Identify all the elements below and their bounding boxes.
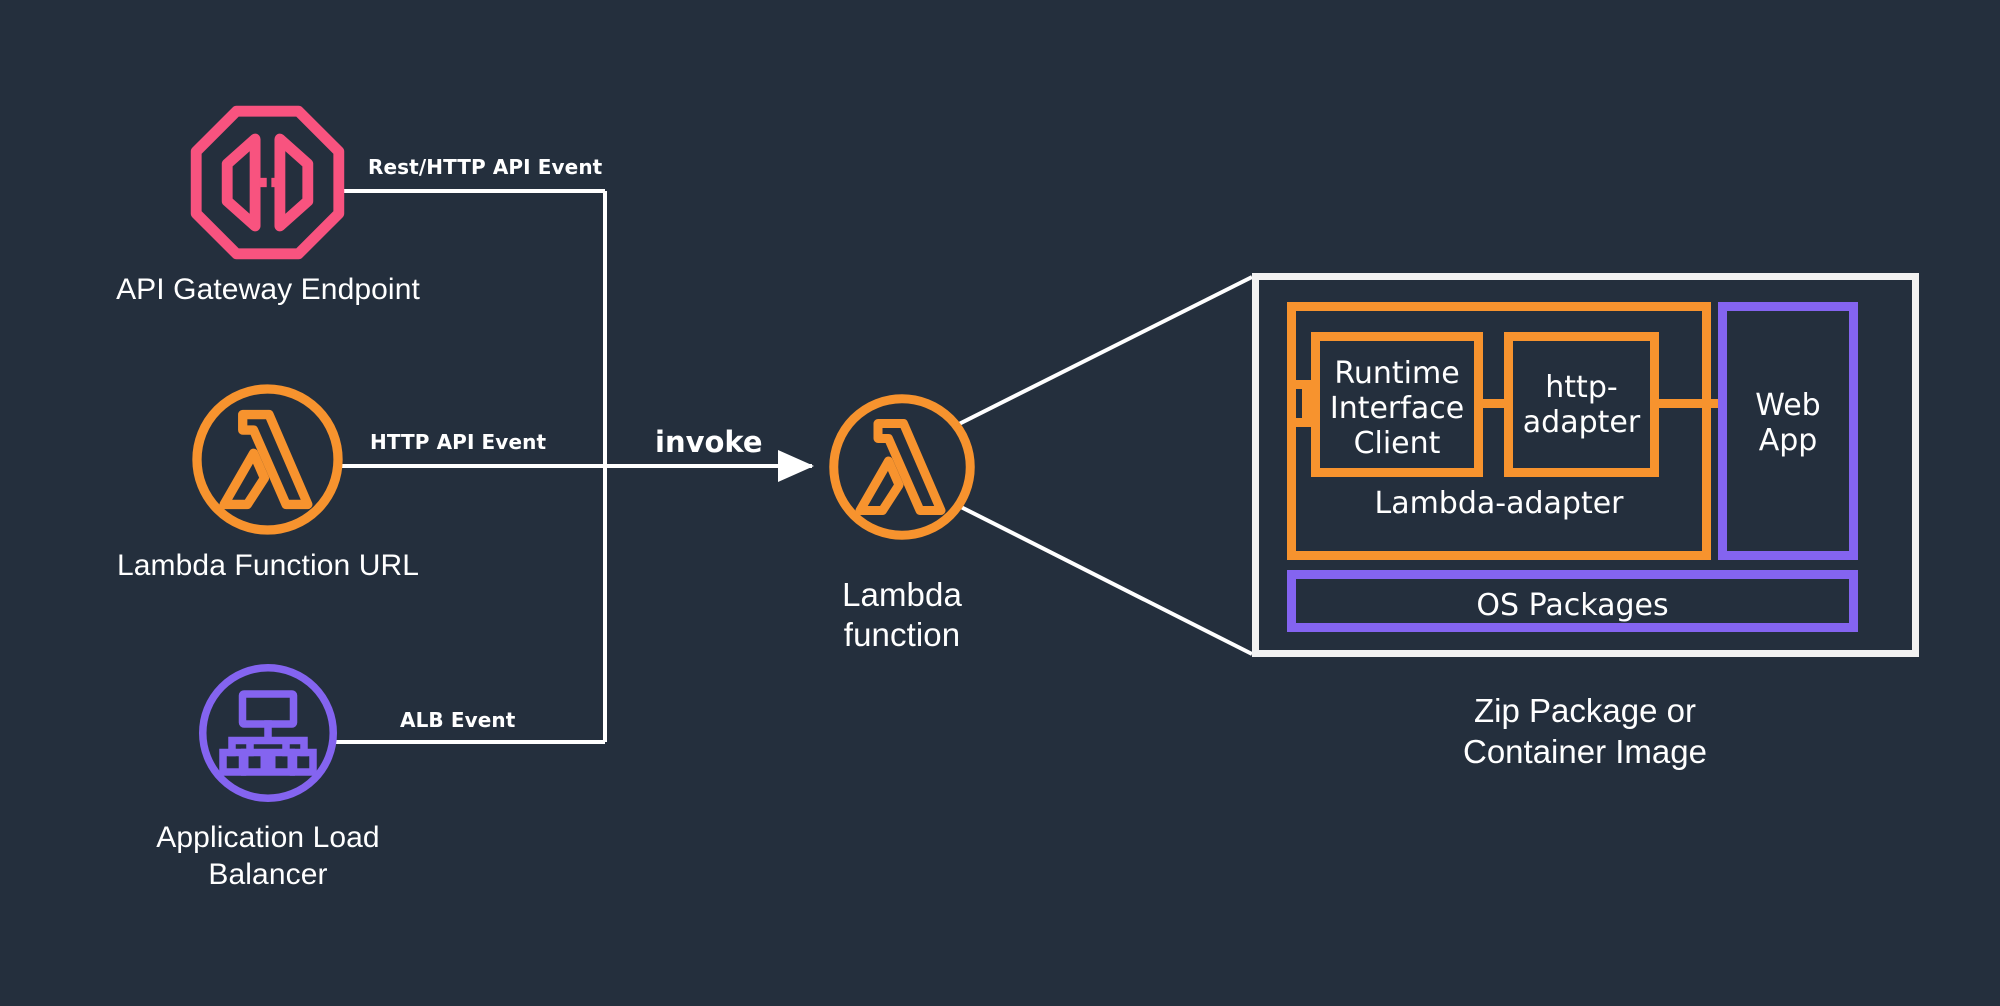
lambda-adapter-label: Lambda-adapter	[1374, 486, 1624, 521]
runtime-interface-client-box[interactable]: Runtime Interface Client	[1311, 332, 1483, 477]
runtime-interface-client-label: Runtime Interface Client	[1329, 356, 1465, 461]
http-adapter-label: http- adapter	[1522, 370, 1641, 440]
web-app-box[interactable]: Web App	[1718, 302, 1858, 560]
lambda-function-url-icon[interactable]	[190, 382, 345, 537]
lambda-function-icon[interactable]	[827, 392, 977, 542]
edge-expand-top	[958, 275, 1253, 426]
package-panel: Lambda-adapter Runtime Interface Client …	[1252, 273, 1919, 657]
api-gateway-label: API Gateway Endpoint	[116, 273, 420, 306]
package-caption: Zip Package or Container Image	[1463, 692, 1707, 771]
edge-expand-bottom	[958, 504, 1253, 656]
lambda-function-url-edge-label: HTTP API Event	[370, 430, 547, 454]
web-app-label: Web App	[1755, 388, 1821, 458]
invoke-label: invoke	[655, 425, 763, 459]
package-panel-inner: Lambda-adapter Runtime Interface Client …	[1266, 287, 1905, 643]
os-packages-box[interactable]: OS Packages	[1287, 570, 1858, 632]
application-load-balancer-icon[interactable]	[193, 658, 343, 808]
application-load-balancer-label: Application Load Balancer	[156, 821, 380, 891]
api-gateway-edge-label: Rest/HTTP API Event	[368, 155, 603, 179]
adapter-left-connector-nub-stem	[1302, 380, 1311, 427]
http-adapter-to-web-app-connector	[1659, 399, 1719, 408]
adapter-left-connector-nub	[1287, 380, 1311, 389]
adapter-left-connector-nub-bottom	[1287, 418, 1311, 427]
lambda-adapter-box[interactable]: Lambda-adapter	[1287, 302, 1711, 560]
application-load-balancer-edge-label: ALB Event	[400, 708, 516, 732]
api-gateway-octagon-icon[interactable]	[190, 105, 345, 260]
lambda-function-label: Lambda function	[842, 576, 962, 654]
os-packages-label: OS Packages	[1476, 588, 1669, 623]
ric-to-http-adapter-connector	[1483, 399, 1513, 408]
lambda-function-url-label: Lambda Function URL	[116, 549, 420, 582]
http-adapter-box[interactable]: http- adapter	[1504, 332, 1659, 477]
